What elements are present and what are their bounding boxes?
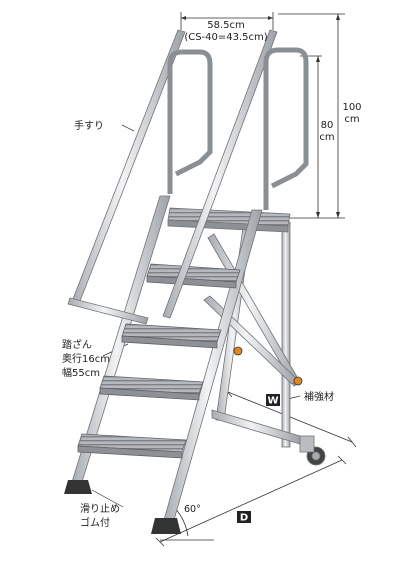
step-label-depth: 奥行16cm <box>62 352 110 365</box>
handrail-height-label: 80 <box>321 120 334 131</box>
step-label-name: 踏ざん <box>62 338 92 351</box>
height-total-label: 100 <box>342 102 361 113</box>
anti-slip-label-line2: ゴム付 <box>80 516 110 529</box>
anti-slip-label-line1: 滑り止め <box>80 503 120 515</box>
badge-width: W <box>266 394 280 407</box>
top-platform <box>167 207 291 233</box>
feet <box>64 480 181 534</box>
width-top-alt-label: (CS-40=43.5cm) <box>184 32 267 43</box>
reinforcement-label: 補強材 <box>304 390 334 403</box>
badge-width-text: W <box>267 396 278 407</box>
height-total-unit: cm <box>344 114 359 125</box>
step-label-width: 幅55cm <box>62 366 100 379</box>
angle-label: 60° <box>184 504 201 515</box>
width-top-label: 58.5cm <box>207 20 245 31</box>
step-2 <box>121 323 222 349</box>
dimension-arrowheads <box>181 14 340 218</box>
step-1 <box>146 263 241 289</box>
badge-depth-text: D <box>240 513 248 524</box>
handrails <box>67 29 309 325</box>
handrail-height-unit: cm <box>319 132 334 143</box>
steps <box>77 263 241 459</box>
badge-depth: D <box>237 511 251 524</box>
handrail-label: 手すり <box>74 119 104 132</box>
step-3 <box>99 375 204 401</box>
step-4 <box>77 433 187 459</box>
